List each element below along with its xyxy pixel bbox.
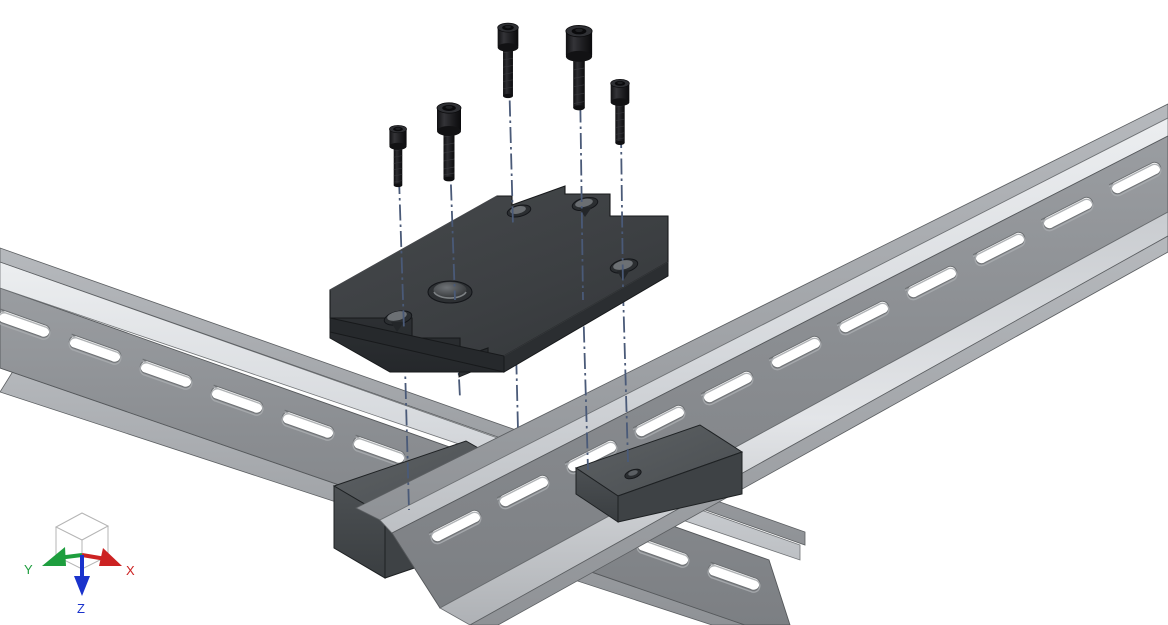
triad-axis-x	[81, 548, 122, 566]
triad-label-x: X	[126, 563, 135, 578]
triad-label-z: Z	[77, 601, 85, 616]
clamp-block-back[interactable]	[574, 424, 744, 523]
screw-1[interactable]	[389, 125, 407, 188]
triad-label-y: Y	[24, 562, 33, 577]
plate-center-hole	[427, 280, 473, 304]
mounting-plate[interactable]	[329, 185, 669, 378]
plate-front-face	[329, 317, 505, 373]
screw-2[interactable]	[436, 102, 462, 182]
plate-left-side-face	[329, 290, 505, 373]
clamp-block-screw-hole-back	[624, 468, 642, 480]
assembly-centerlines-upper	[398, 73, 624, 331]
screw-4[interactable]	[565, 25, 593, 111]
plate-corner-slot-top-right	[571, 196, 599, 217]
screw-3[interactable]	[497, 22, 519, 99]
triad-axis-y	[42, 547, 83, 566]
triad-axis-z	[74, 555, 90, 596]
screw-5[interactable]	[610, 78, 630, 145]
orientation-triad[interactable]: X Y Z	[24, 512, 135, 616]
plate-corner-slot-left	[383, 310, 413, 332]
